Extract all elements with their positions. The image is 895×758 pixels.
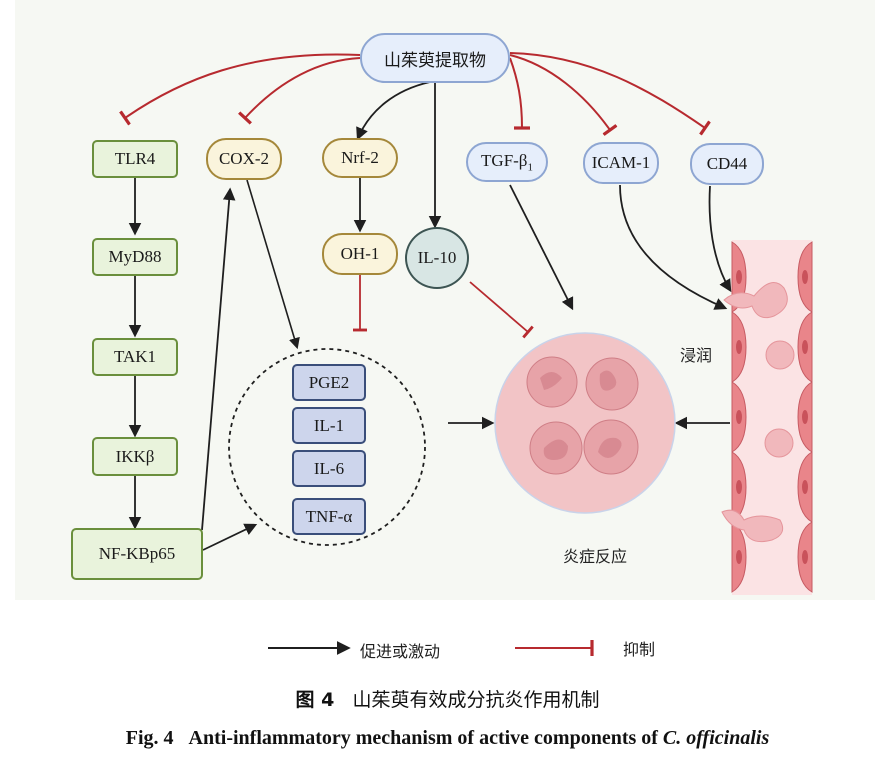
- inflammation-label: 炎症反应: [563, 547, 628, 566]
- blood-vessel: [721, 240, 813, 595]
- endothelial-nucleus: [802, 270, 808, 284]
- root-node-extract: 山茱萸提取物: [360, 33, 510, 83]
- inhibit-root-cox2: [238, 57, 361, 125]
- figure-title-en: Anti-inflammatory mechanism of active co…: [188, 727, 663, 749]
- arrow-root-nrf2: [356, 81, 431, 141]
- inflammation-cell-cluster: [494, 332, 676, 514]
- node-nfkbp65: NF-KBp65: [71, 528, 203, 580]
- inhibit-root-tlr4: [119, 53, 361, 126]
- endothelial-nucleus: [802, 340, 808, 354]
- species-name: C. officinalis: [662, 727, 770, 749]
- node-cd44-label: CD44: [706, 154, 748, 173]
- node-tlr4-label: TLR4: [114, 149, 156, 168]
- figure-number-cn: 图 4: [295, 689, 335, 711]
- arrow-cd44-vessel: [708, 185, 732, 293]
- figure-title-cn: 山茱萸有效成分抗炎作用机制: [352, 689, 600, 711]
- endothelial-nucleus: [736, 480, 742, 494]
- node-cd44: CD44: [690, 143, 764, 185]
- legend-inhibit-label: 抑制: [623, 640, 656, 659]
- endothelial-nucleus: [736, 340, 742, 354]
- neutrophil-cell: [583, 419, 639, 475]
- legend-promote-label: 促进或激动: [360, 642, 441, 661]
- node-myd88: MyD88: [92, 238, 178, 276]
- node-cox2: COX-2: [206, 138, 282, 180]
- node-tak1: TAK1: [92, 338, 178, 376]
- node-nrf2-label: Nrf-2: [341, 148, 379, 167]
- infiltration-label: 浸润: [680, 346, 713, 365]
- root-node-label: 山茱萸提取物: [384, 50, 486, 71]
- cytokine-tnfa: TNF-α: [292, 498, 366, 535]
- cytokine-il6-label: IL-6: [313, 458, 345, 478]
- node-nrf2: Nrf-2: [322, 138, 398, 178]
- figure-caption-chinese: 图 4 山茱萸有效成分抗炎作用机制: [0, 685, 895, 712]
- node-oh1: OH-1: [322, 233, 398, 275]
- neutrophil-cell: [529, 421, 583, 475]
- node-myd88-label: MyD88: [108, 247, 162, 266]
- node-oh1-label: OH-1: [340, 244, 380, 263]
- leukocyte: [765, 340, 795, 370]
- node-il10: IL-10: [405, 227, 469, 289]
- endothelial-nucleus: [736, 410, 742, 424]
- endothelial-nucleus: [736, 550, 742, 564]
- node-tgfb1-label: TGF-β1: [481, 150, 533, 174]
- cytokine-il1: IL-1: [292, 407, 366, 444]
- node-icam1-label: ICAM-1: [591, 153, 651, 172]
- migrating-leukocyte: [723, 282, 788, 319]
- cytokine-group-circle: [228, 348, 426, 546]
- figure-caption-english: Fig. 4 Anti-inflammatory mechanism of ac…: [0, 727, 895, 750]
- inhibit-root-icam: [509, 54, 618, 136]
- inhibit-root-cd44: [509, 52, 711, 136]
- arrow-nfkb-cytokines: [202, 523, 258, 551]
- endothelial-nucleus: [802, 410, 808, 424]
- node-ikkb: IKKβ: [92, 437, 178, 476]
- node-nfkbp65-label: NF-KBp65: [98, 544, 176, 563]
- inhibit-il10-inflammation: [469, 281, 534, 339]
- endothelial-nucleus: [802, 480, 808, 494]
- node-tgfb1: TGF-β1: [466, 142, 548, 182]
- arrow-icam-vessel: [619, 184, 728, 310]
- cytokine-pge2-label: PGE2: [308, 372, 350, 392]
- inhibit-root-tgf: [509, 57, 531, 130]
- node-cox2-label: COX-2: [218, 149, 270, 168]
- arrow-tgf-inflammation: [509, 184, 574, 311]
- neutrophil-cell: [526, 356, 578, 408]
- node-il10-label: IL-10: [417, 248, 457, 267]
- cytokine-pge2: PGE2: [292, 364, 366, 401]
- migrating-leukocyte: [721, 509, 784, 543]
- endothelial-nucleus: [802, 550, 808, 564]
- node-icam1: ICAM-1: [583, 142, 659, 184]
- leukocyte: [764, 428, 794, 458]
- figure-number-en: Fig. 4: [125, 727, 174, 749]
- cytokine-il6: IL-6: [292, 450, 366, 487]
- node-tlr4: TLR4: [92, 140, 178, 178]
- node-tak1-label: TAK1: [113, 347, 157, 366]
- endothelial-nucleus: [736, 270, 742, 284]
- inflammation-circle: [494, 332, 676, 514]
- arrow-cox2-cytokines: [246, 179, 300, 350]
- arrow-nfkb-cox2: [201, 187, 236, 531]
- cytokine-tnfa-label: TNF-α: [305, 506, 353, 526]
- cytokine-il1-label: IL-1: [313, 415, 345, 435]
- node-ikkb-label: IKKβ: [115, 446, 155, 466]
- neutrophil-cell: [585, 357, 639, 411]
